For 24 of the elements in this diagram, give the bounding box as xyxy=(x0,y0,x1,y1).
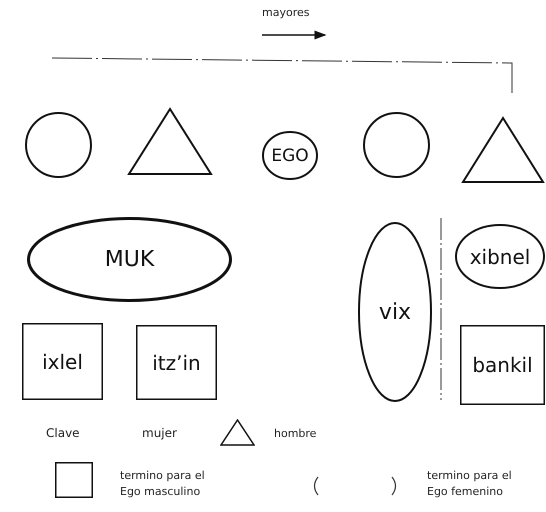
kinship-term: EGO xyxy=(271,146,309,166)
kinship-term: ixlel xyxy=(42,350,83,374)
man-triangle-symbol xyxy=(128,108,212,175)
kinship-term: vix xyxy=(378,300,412,324)
key-heading: Clave xyxy=(46,426,80,440)
legend-label: termino para el Ego masculino xyxy=(120,468,206,500)
man-triangle-symbol xyxy=(462,117,544,183)
term-ellipse xyxy=(262,131,318,180)
kinship-term: itz’in xyxy=(152,350,201,374)
kinship-term: bankil xyxy=(472,353,533,377)
woman-circle-symbol xyxy=(363,112,430,178)
kinship-term: xibnel xyxy=(470,244,530,268)
term-ellipse xyxy=(358,222,432,402)
term-ellipse xyxy=(27,217,232,302)
woman-circle-symbol xyxy=(25,112,92,178)
legend-label: hombre xyxy=(274,426,318,442)
symbol-caption: mujer xyxy=(142,426,177,440)
legend-label: termino para el Ego femenino xyxy=(427,468,513,500)
term-box xyxy=(460,325,545,405)
term-box xyxy=(136,325,217,400)
kinship-term: MUK xyxy=(104,247,154,272)
term-box xyxy=(22,323,103,400)
direction-label: mayores xyxy=(262,6,310,19)
term-ellipse xyxy=(455,224,545,289)
